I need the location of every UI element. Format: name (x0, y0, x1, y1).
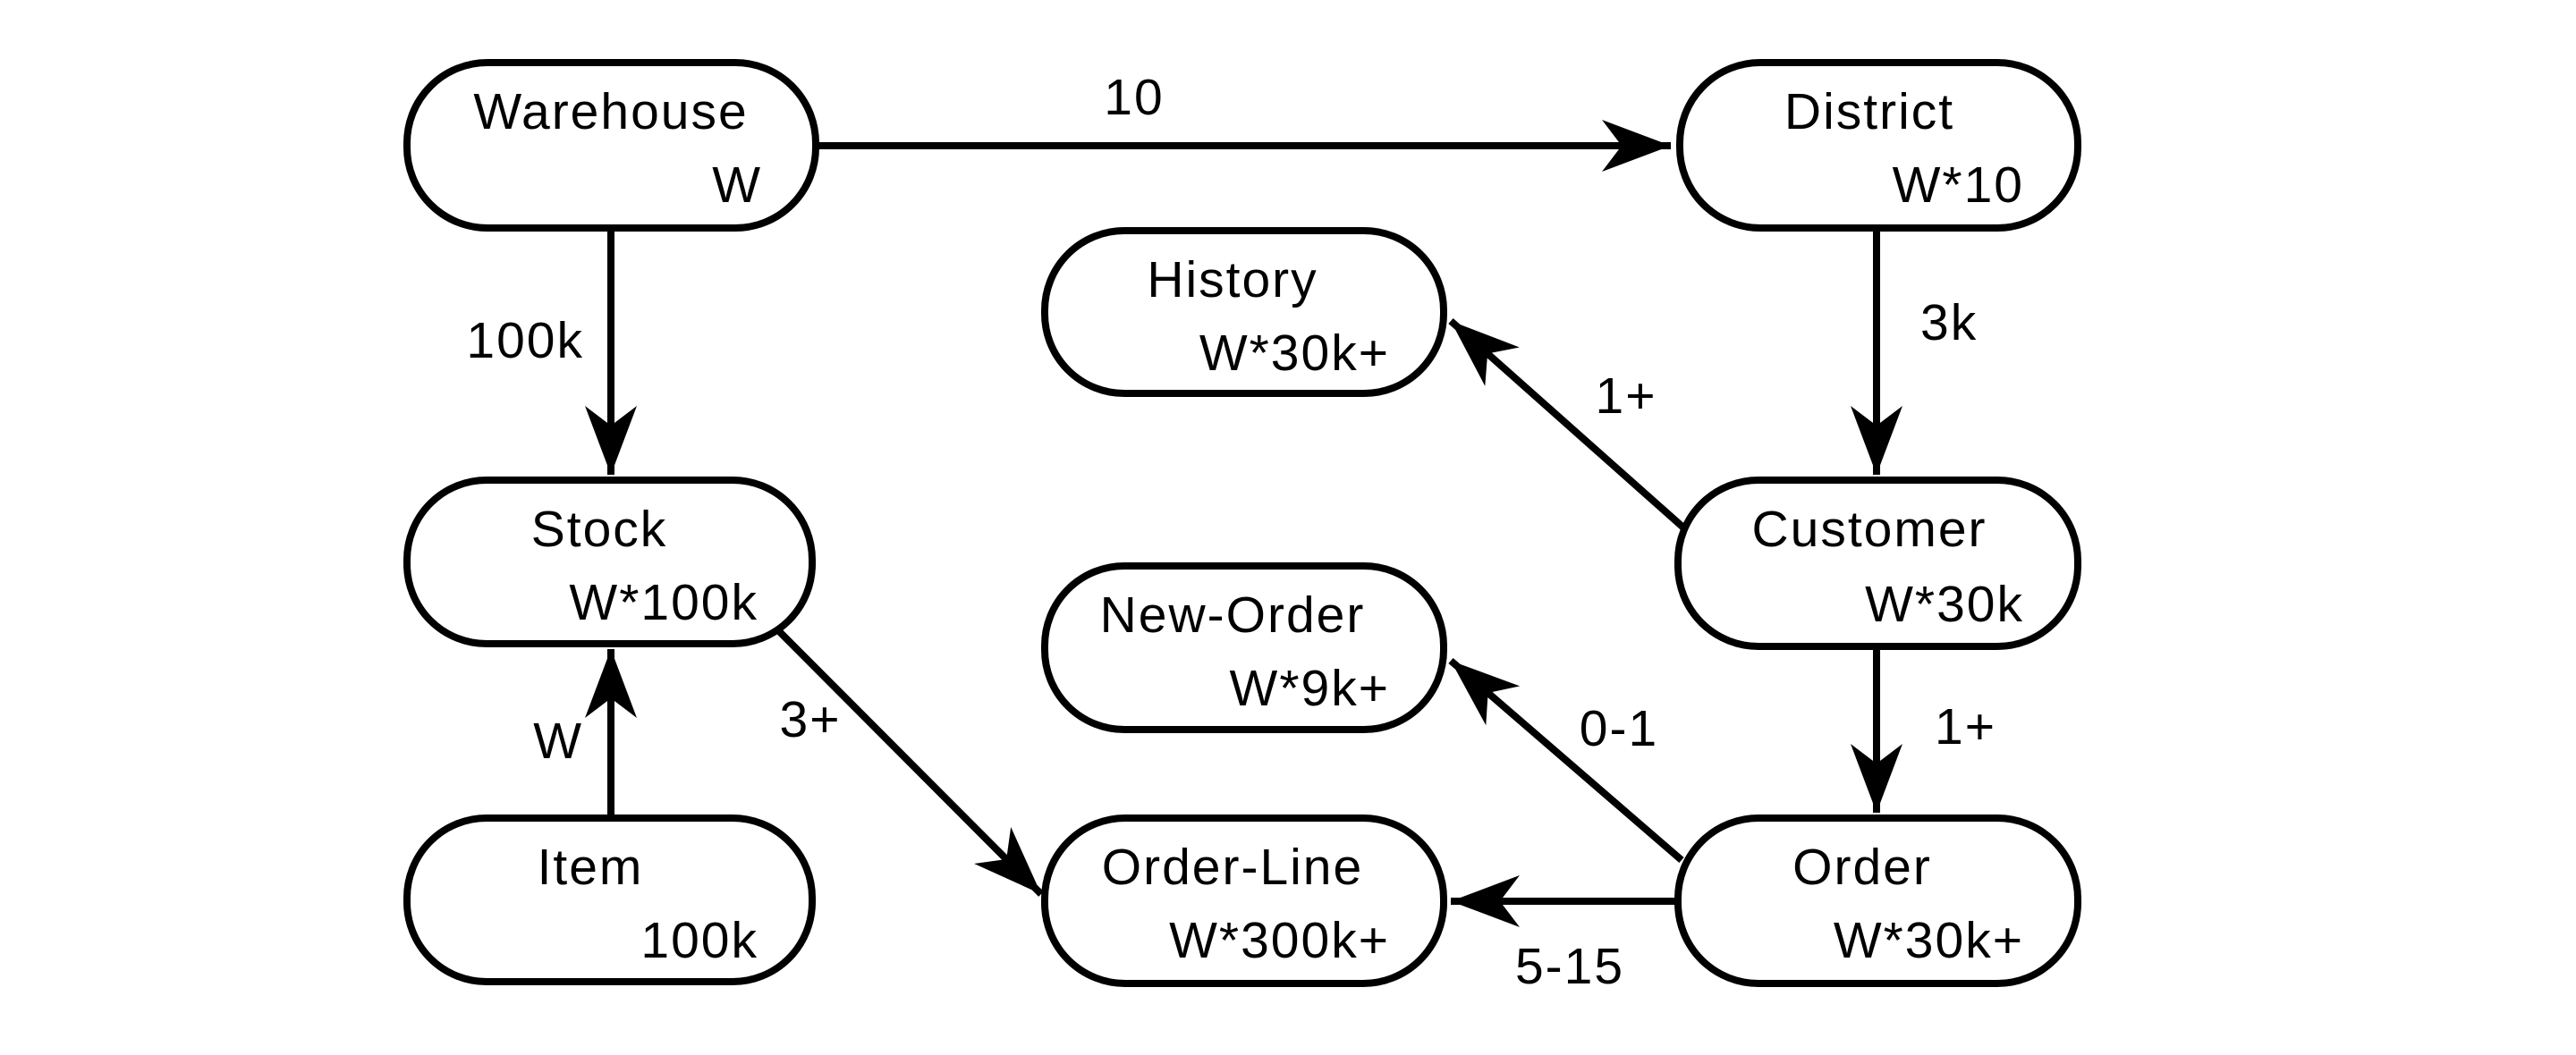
node-district: District W*10 (1676, 59, 2081, 232)
edge-district-customer: 3k (1851, 228, 1978, 475)
node-new-order-cardinality: W*9k+ (1230, 660, 1390, 717)
edge-warehouse-district-label: 10 (1104, 69, 1164, 126)
node-warehouse-name: Warehouse (473, 83, 748, 140)
edge-customer-history-arrow (1448, 318, 1686, 530)
node-customer-shape (1674, 477, 2081, 650)
node-item: Item 100k (403, 814, 816, 985)
node-order: Order W*30k+ (1674, 814, 2081, 987)
edge-stock-order-line: 3+ (753, 605, 1044, 897)
node-district-cardinality: W*10 (1893, 156, 2024, 214)
edge-customer-history: 1+ (1448, 318, 1686, 530)
node-stock-name: Stock (531, 501, 668, 558)
edge-district-customer-label: 3k (1920, 294, 1978, 351)
edge-customer-order-label: 1+ (1935, 698, 1996, 755)
node-order-cardinality: W*30k+ (1834, 912, 2024, 969)
edge-item-stock: W (533, 649, 637, 818)
node-stock-cardinality: W*100k (569, 574, 758, 631)
node-item-shape (403, 814, 816, 985)
edge-warehouse-stock: 100k (466, 228, 637, 475)
node-stock-shape (403, 477, 816, 647)
edge-customer-order: 1+ (1851, 646, 1996, 813)
edge-warehouse-stock-label: 100k (466, 312, 584, 369)
node-warehouse-cardinality: W (712, 156, 762, 214)
edge-order-new-order-arrow (1448, 657, 1684, 864)
edge-order-new-order-label: 0-1 (1580, 700, 1658, 757)
node-history-name: History (1147, 251, 1318, 308)
edge-order-order-line-label: 5-15 (1515, 938, 1624, 995)
node-stock: Stock W*100k (403, 477, 816, 647)
node-customer-cardinality: W*30k (1865, 576, 2024, 633)
node-district-shape (1676, 59, 2081, 232)
node-warehouse: Warehouse W (403, 59, 819, 232)
node-order-name: Order (1792, 839, 1932, 896)
node-item-name: Item (538, 839, 644, 896)
node-order-line-cardinality: W*300k+ (1169, 912, 1390, 969)
node-history-shape (1041, 227, 1447, 397)
node-order-line: Order-Line W*300k+ (1041, 814, 1447, 987)
edge-order-order-line: 5-15 (1451, 875, 1680, 995)
edge-customer-history-label: 1+ (1596, 367, 1657, 425)
node-history-cardinality: W*30k+ (1199, 325, 1390, 382)
node-order-line-name: Order-Line (1102, 839, 1363, 896)
node-item-cardinality: 100k (640, 912, 758, 969)
node-new-order-name: New-Order (1100, 587, 1366, 644)
node-district-name: District (1784, 83, 1954, 140)
edge-warehouse-district: 10 (816, 69, 1671, 172)
node-order-line-shape (1041, 814, 1447, 987)
node-warehouse-shape (403, 59, 819, 232)
node-new-order-shape (1041, 562, 1447, 733)
node-customer-name: Customer (1751, 501, 1987, 558)
edge-item-stock-label: W (533, 713, 583, 770)
node-customer: Customer W*30k (1674, 477, 2081, 650)
node-history: History W*30k+ (1041, 227, 1447, 397)
edge-order-new-order: 0-1 (1448, 657, 1684, 864)
edge-stock-order-line-label: 3+ (780, 691, 842, 748)
node-new-order: New-Order W*9k+ (1041, 562, 1447, 733)
edge-stock-order-line-arrow (753, 605, 1044, 897)
node-order-shape (1674, 814, 2081, 987)
